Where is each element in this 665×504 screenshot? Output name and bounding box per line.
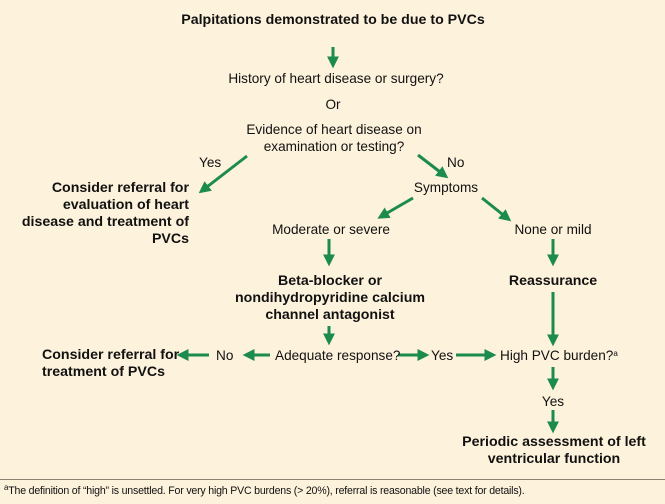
label-yes-3: Yes: [541, 394, 565, 409]
node-or: Or: [325, 97, 341, 112]
node-none-mild: None or mild: [514, 222, 592, 237]
arrow-symptoms-to-mild: [481, 196, 512, 222]
node-periodic-assessment: Periodic assessment of left ventricular …: [462, 434, 646, 467]
node-adequate-response: Adequate response?: [275, 348, 401, 363]
node-refer-evaluation: Consider referral for evaluation of hear…: [21, 180, 189, 247]
node-moderate-severe: Moderate or severe: [272, 222, 390, 237]
node-symptoms: Symptoms: [413, 180, 479, 195]
node-high-pvc-burden: High PVC burden?a: [500, 348, 618, 363]
label-yes-2: Yes: [431, 348, 454, 363]
footnote-marker: a: [613, 349, 618, 358]
node-evidence: Evidence of heart disease on examination…: [246, 122, 422, 154]
node-refer-treatment: Consider referral for treatment of PVCs: [42, 347, 180, 380]
arrow-evidence-to-no: [417, 153, 449, 179]
node-history: History of heart disease or surgery?: [228, 71, 444, 86]
footnote-divider: [0, 479, 665, 480]
label-no-2: No: [216, 348, 234, 363]
flow-arrows: [176, 47, 559, 434]
label-no-1: No: [447, 155, 465, 170]
node-reassurance: Reassurance: [508, 273, 598, 289]
arrow-symptoms-to-moderate: [377, 196, 414, 219]
label-yes-1: Yes: [199, 155, 222, 170]
node-beta-blocker: Beta-blocker or nondihydropyridine calci…: [235, 273, 425, 323]
arrow-evidence-to-yes: [198, 154, 248, 194]
footnote: aThe definition of “high” is unsettled. …: [4, 483, 525, 498]
footnote-mark: a: [4, 483, 9, 492]
node-start: Palpitations demonstrated to be due to P…: [181, 12, 485, 28]
